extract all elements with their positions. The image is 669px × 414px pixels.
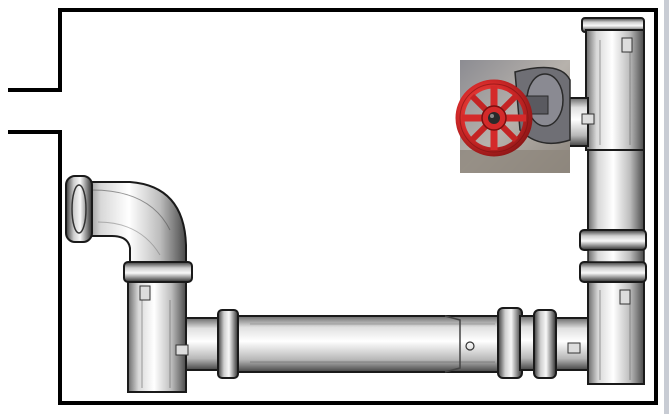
pipe-straight-vertical-right[interactable] — [580, 150, 646, 282]
coupling-ring-b — [520, 316, 534, 370]
pipe-tee-icon — [128, 282, 186, 392]
valve-wheel-icon — [460, 84, 528, 152]
elbow-end-cap — [66, 176, 92, 242]
right-edge-strip — [664, 0, 669, 414]
pipe-tee-right-body — [588, 280, 644, 384]
pipe-coupling-icon — [218, 310, 238, 378]
coupling-ring-a — [498, 308, 522, 378]
pipe-coupling-middle[interactable] — [498, 308, 556, 378]
coupling-ring-c — [534, 310, 556, 378]
elbow-collar — [124, 262, 192, 282]
valve-tile[interactable] — [460, 60, 570, 173]
pipe-coupling-left[interactable] — [218, 310, 238, 378]
pipe-elbow-left[interactable] — [66, 176, 192, 282]
vertical-collar-upper — [580, 230, 646, 250]
pipe-tee-top-right-body — [586, 30, 644, 150]
pipe-straight-horizontal[interactable] — [236, 316, 504, 372]
pipe-body-vertical-right — [588, 150, 644, 236]
vertical-collar-lower — [580, 262, 646, 282]
pipe-tee-top-right[interactable] — [568, 18, 644, 150]
pipe-tee-left[interactable] — [128, 282, 222, 392]
pipe-elbow-icon — [82, 182, 186, 268]
pipe-tee-right[interactable] — [556, 280, 644, 384]
